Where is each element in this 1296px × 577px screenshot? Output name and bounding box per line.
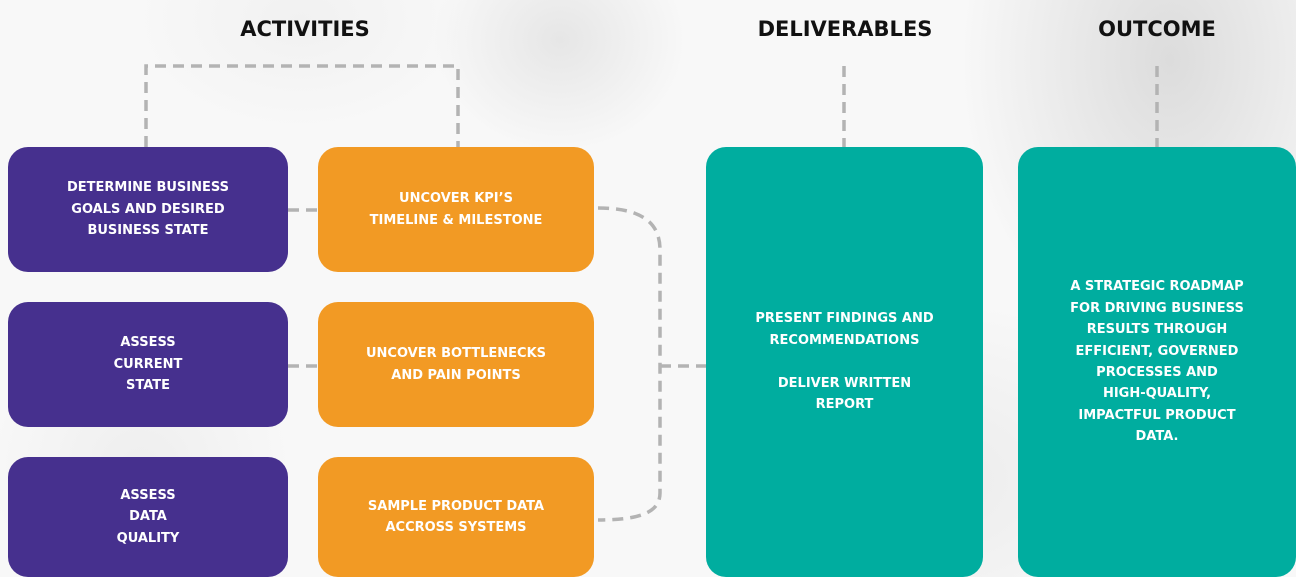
heading-outcome: OUTCOME — [1098, 17, 1216, 41]
deliverables-text: PRESENT FINDINGS AND RECOMMENDATIONS DEL… — [755, 311, 934, 413]
activity-assess-current-state-label: ASSESS CURRENT STATE — [113, 335, 183, 394]
activity-assess-data-quality: ASSESS DATA QUALITY — [8, 457, 288, 577]
activity-uncover-kpis: UNCOVER KPI’S TIMELINE & MILESTONE — [318, 147, 594, 272]
deliverables-box: PRESENT FINDINGS AND RECOMMENDATIONS DEL… — [706, 147, 983, 577]
heading-activities: ACTIVITIES — [240, 17, 370, 41]
heading-deliverables: DELIVERABLES — [757, 17, 933, 41]
activity-sample-product-data: SAMPLE PRODUCT DATA ACCROSS SYSTEMS — [318, 457, 594, 577]
activity-assess-current-state: ASSESS CURRENT STATE — [8, 302, 288, 427]
activity-uncover-bottlenecks: UNCOVER BOTTLENECKS AND PAIN POINTS — [318, 302, 594, 427]
activity-uncover-kpis-label: UNCOVER KPI’S TIMELINE & MILESTONE — [369, 191, 543, 228]
activity-determine-goals-label: DETERMINE BUSINESS GOALS AND DESIRED BUS… — [66, 180, 230, 239]
activity-assess-data-quality-label: ASSESS DATA QUALITY — [116, 487, 180, 546]
connector-top-bracket — [144, 64, 460, 147]
activity-sample-product-data-label: SAMPLE PRODUCT DATA ACCROSS SYSTEMS — [367, 498, 545, 535]
activity-uncover-bottlenecks-label: UNCOVER BOTTLENECKS AND PAIN POINTS — [365, 346, 547, 383]
activity-determine-goals: DETERMINE BUSINESS GOALS AND DESIRED BUS… — [8, 147, 288, 272]
outcome-box: A STRATEGIC ROADMAP FOR DRIVING BUSINESS… — [1018, 147, 1296, 577]
outcome-text: A STRATEGIC ROADMAP FOR DRIVING BUSINESS… — [1070, 279, 1244, 445]
connector-activities-to-deliverables — [597, 206, 706, 522]
